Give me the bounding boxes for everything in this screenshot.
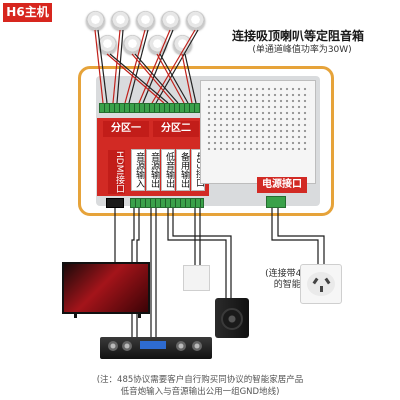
device-model-tag: H6主机 bbox=[3, 3, 52, 22]
footnote-line1: (注：485协议需要客户自行购买同协议的智能家居产品 bbox=[96, 375, 304, 385]
bass-output-label: 低音输出 bbox=[161, 149, 175, 191]
speaker-connection-title: 连接吸顶喇叭等定阻音箱 bbox=[231, 29, 364, 43]
audio-terminal-block bbox=[130, 198, 204, 208]
hdmi-port-label: HDMI接口 bbox=[108, 150, 125, 194]
zone-2-label: 分区二 bbox=[153, 121, 199, 137]
amplifier-knob-icon bbox=[122, 341, 132, 351]
smart-device-note-line2: 的智能设备) bbox=[273, 280, 323, 290]
hdmi-port bbox=[106, 198, 124, 208]
socket-face bbox=[307, 272, 335, 296]
speaker-terminal-block bbox=[99, 103, 200, 113]
speaker-power-note: (单通道峰值功率为30W) bbox=[252, 45, 352, 55]
amplifier-display bbox=[140, 341, 166, 349]
audio-output-label: 音源输出 bbox=[146, 149, 160, 191]
socket-pin bbox=[320, 286, 323, 292]
ceiling-speaker-icon bbox=[111, 11, 130, 30]
backup-output-label: 备用输出 bbox=[176, 149, 190, 191]
tv-stand bbox=[138, 313, 141, 318]
footnote-line2: 低音炮输入与音源输出公用一组GND地线) bbox=[120, 387, 280, 397]
ceiling-speaker-icon bbox=[123, 35, 142, 54]
tv-stand bbox=[74, 313, 77, 318]
amplifier-knob-icon bbox=[108, 341, 118, 351]
smart-device-panel-icon bbox=[183, 265, 210, 291]
amplifier-knob-icon bbox=[176, 341, 186, 351]
ceiling-speaker-icon bbox=[86, 11, 105, 30]
audio-input-label: 音源输入 bbox=[131, 149, 145, 191]
power-port-label: 电源接口 bbox=[257, 177, 307, 193]
smart-device-note-line1: (连接带485协议 bbox=[265, 269, 331, 279]
subwoofer-cone bbox=[221, 308, 243, 330]
television-icon bbox=[62, 262, 150, 314]
ceiling-speaker-icon bbox=[136, 11, 155, 30]
zone-1-label: 分区一 bbox=[103, 121, 149, 137]
ceiling-speaker-icon bbox=[186, 11, 205, 30]
ceiling-speaker-icon bbox=[161, 11, 180, 30]
ceiling-speaker-icon bbox=[98, 35, 117, 54]
amplifier-knob-icon bbox=[192, 341, 202, 351]
power-supply-vents bbox=[206, 86, 310, 150]
power-terminal-block bbox=[266, 196, 286, 208]
